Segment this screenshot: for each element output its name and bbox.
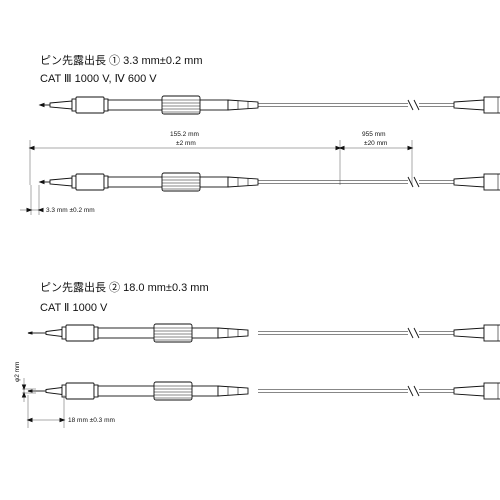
dim-tip2-label: 18 mm ±0.3 mm xyxy=(68,417,115,424)
test-lead-1b xyxy=(39,147,500,217)
dim-cable-tol: ±20 mm xyxy=(364,140,387,147)
dimension-diameter: φ2 mm xyxy=(14,362,36,402)
dimension-cable-length: 955 mm ±20 mm xyxy=(338,131,414,185)
dimension-body-length: 155.2 mm ±2 mm xyxy=(28,131,342,185)
section1-rating: CAT Ⅲ 1000 V, Ⅳ 600 V xyxy=(40,73,157,85)
dim-body-tol: ±2 mm xyxy=(176,140,196,147)
section2-heading: ピン先露出長 ② 18.0 mm±0.3 mm xyxy=(40,280,209,294)
dim-diameter-label: φ2 mm xyxy=(14,362,21,382)
dimension-tip-1: 3.3 mm ±0.2 mm xyxy=(20,185,95,215)
section1-heading: ピン先露出長 ① 3.3 mm±0.2 mm xyxy=(40,53,203,67)
dim-tip1-label: 3.3 mm ±0.2 mm xyxy=(46,207,95,214)
dim-body-label: 155.2 mm xyxy=(170,131,199,138)
section2-rating: CAT Ⅱ 1000 V xyxy=(40,302,108,314)
test-lead-2b xyxy=(27,356,500,426)
dim-cable-label: 955 mm xyxy=(362,131,385,138)
dimension-tip-2: 18 mm ±0.3 mm xyxy=(26,395,115,428)
